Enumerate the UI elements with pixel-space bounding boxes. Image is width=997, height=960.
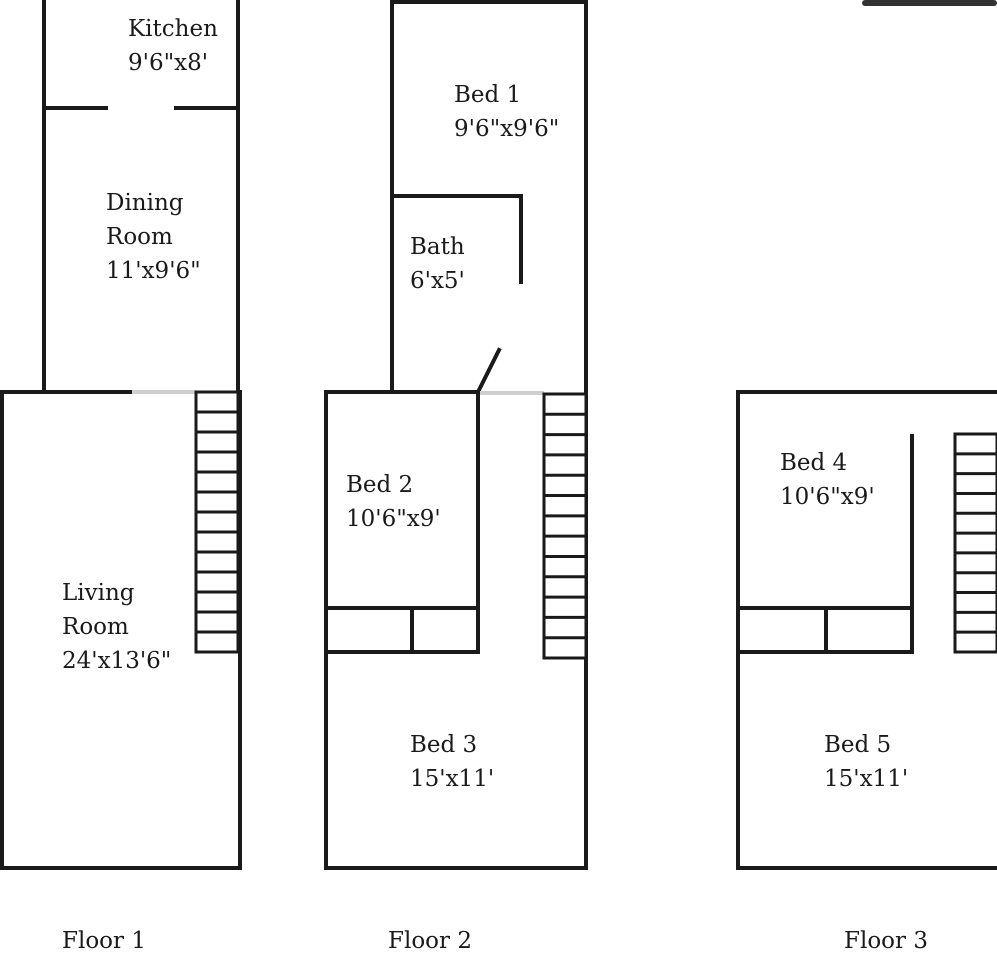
room-name: Living [62,580,135,606]
floor-label-2: Floor 2 [388,928,472,954]
room-name: Bath [410,234,465,260]
room-name: Room [62,614,129,640]
room-name: Bed 4 [780,450,848,476]
room-label-living-room: Living Room 24'x13'6" [62,576,171,678]
stair-outline [194,390,240,654]
room-size: 6'x5' [410,268,465,294]
room-label-kitchen: Kitchen 9'6"x8' [128,12,218,80]
room-size: 10'6"x9' [780,484,875,510]
room-name: Room [106,224,173,250]
room-name: Bed 3 [410,732,478,758]
staircase-icon [542,392,588,660]
room-label-bed-2: Bed 2 10'6"x9' [346,468,441,536]
room-name: Bed 1 [454,82,522,108]
room-size: 11'x9'6" [106,258,201,284]
room-size: 15'x11' [824,766,909,792]
floor-label-3: Floor 3 [844,928,928,954]
window-edge [862,0,997,6]
room-name: Dining [106,190,184,216]
staircase-icon [953,432,997,654]
room-label-bed-5: Bed 5 15'x11' [824,728,908,796]
room-name: Bed 5 [824,732,892,758]
staircase-icon [194,390,240,654]
room-size: 10'6"x9' [346,506,441,532]
room-name: Bed 2 [346,472,414,498]
floor-1-walls [0,0,242,870]
room-label-bed-3: Bed 3 15'x11' [410,728,494,796]
room-label-dining-room: Dining Room 11'x9'6" [106,186,201,288]
floor-label-1: Floor 1 [62,928,146,954]
room-size: 24'x13'6" [62,648,172,674]
room-size: 9'6"x8' [128,50,209,76]
room-label-bed-4: Bed 4 10'6"x9' [780,446,875,514]
room-name: Kitchen [128,16,218,42]
stair-outline [953,432,997,654]
room-label-bed-1: Bed 1 9'6"x9'6" [454,78,559,146]
stair-outline [542,392,588,660]
floor-3-walls [736,390,997,870]
room-size: 15'x11' [410,766,495,792]
floor-2-walls [324,0,588,870]
room-label-bath: Bath 6'x5' [410,230,465,298]
room-size: 9'6"x9'6" [454,116,560,142]
